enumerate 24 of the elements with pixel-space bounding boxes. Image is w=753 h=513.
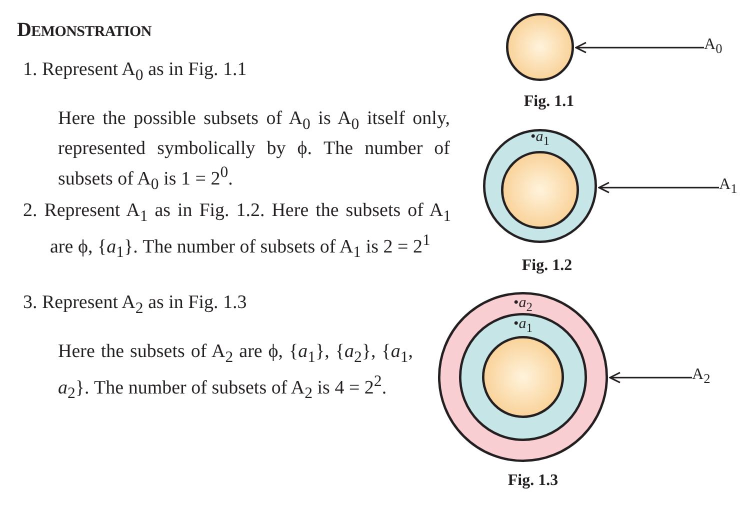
circle	[459, 313, 587, 441]
arrow	[575, 42, 704, 54]
circle	[483, 129, 597, 243]
point-label: •a$_{1}$	[513, 316, 532, 332]
arrow	[609, 372, 692, 384]
set-label: A$_{0}$	[704, 36, 722, 58]
set-label: A$_{1}$	[719, 176, 738, 198]
set-label: A$_{2}$	[692, 366, 710, 388]
paragraph: Here the possible subsets of A$_{0}$ is A$_{0}$ itself only, represented symbolically by ϕ. The number of subsets of A$_{0}$ is 1 = 2$^{0}$.	[58, 107, 450, 195]
point-label: •a$_{1}$	[530, 129, 550, 145]
circle	[438, 292, 608, 462]
point-label: •a$_{2}$	[513, 295, 532, 311]
circle	[506, 13, 574, 81]
paragraph: 1. Represent A$_{0}$ as in Fig. 1.1	[23, 58, 248, 86]
figure-caption: Fig. 1.3	[508, 472, 558, 490]
paragraph: 2. Represent A$_{1}$ as in Fig. 1.2. Here the subsets of A$_{1}$ are ϕ, {a$_{1}$}. The number of subsets of A$_{1}$ is 2 = 2$^{1}$	[23, 199, 451, 263]
paragraph: Here the subsets of A$_{2}$ are ϕ, {a$_{1}$}, {a$_{2}$}, {a$_{1}$, a$_{2}$}. The number of subsets of A$_{2}$ is 4 = 2$^{2}$.	[58, 340, 413, 404]
circle	[482, 336, 564, 418]
paragraph: 3. Represent A$_{2}$ as in Fig. 1.3	[23, 291, 248, 319]
arrow	[598, 182, 719, 194]
heading: DEMONSTRATION	[17, 19, 152, 42]
figure-caption: Fig. 1.2	[522, 257, 572, 275]
figure-caption: Fig. 1.1	[524, 93, 574, 111]
circle	[501, 151, 579, 229]
